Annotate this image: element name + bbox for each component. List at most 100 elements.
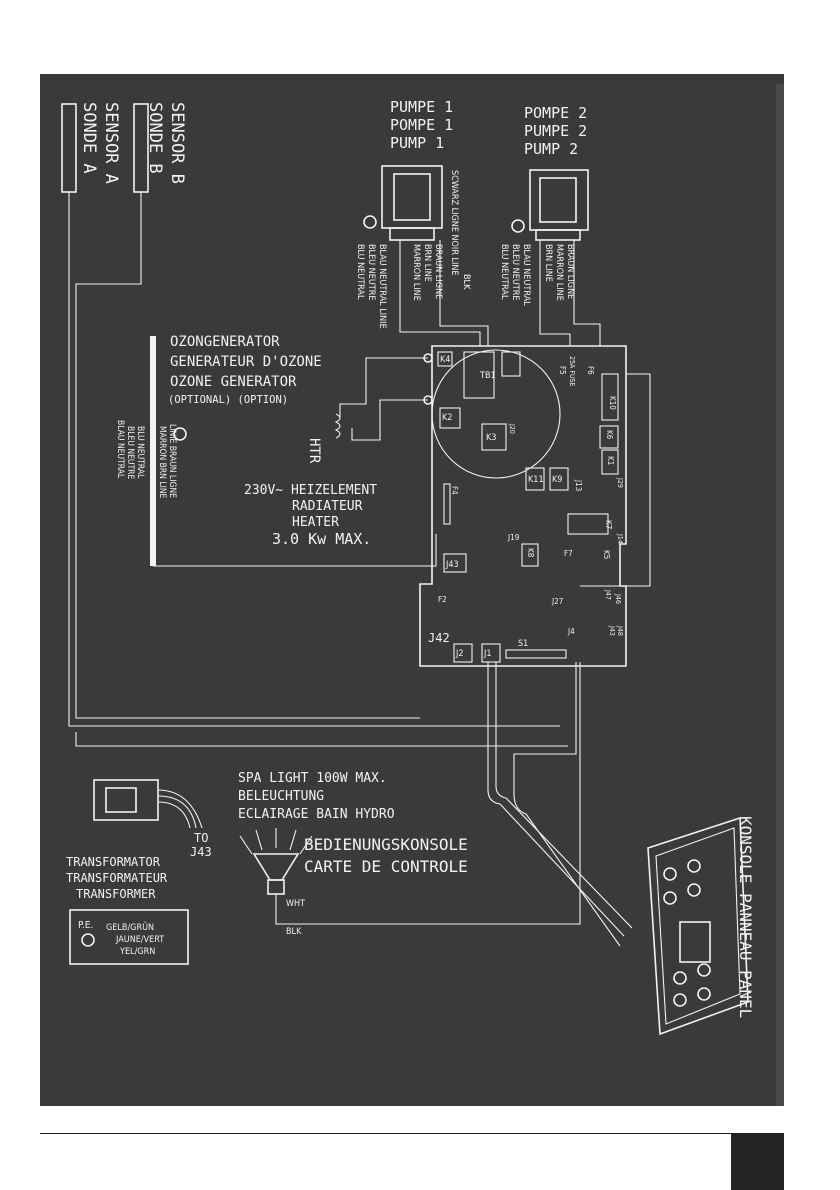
transformer-label-1: TRANSFORMATOR (66, 855, 161, 869)
board-label-f2: F2 (438, 595, 447, 604)
circuit-board: K4 TB1 K2 K3 K10 K6 K1 K11 K9 J13 F4 K7 … (419, 345, 651, 667)
sensor-label-4: SONDE A (79, 102, 99, 174)
console-label-1: BEDIENUNGSKONSOLE (304, 835, 468, 854)
sensor-group: SENSOR B SONDE B SENSOR A SONDE A (61, 102, 568, 747)
diagram-edge (776, 84, 784, 1106)
board-label-f5: F5 (558, 366, 567, 375)
board-label-k9: K9 (552, 475, 562, 485)
pe-box (69, 909, 189, 965)
pe-color-3: YEL/GRN (119, 947, 155, 957)
ozone-wire-2: BLEU NEUTRE (125, 426, 135, 479)
pump1-label-2: POMPE 1 (390, 116, 453, 134)
ozone-wire (153, 534, 437, 567)
light-wire (275, 662, 581, 925)
board-label-j42: J42 (428, 631, 450, 645)
board-label-j46: J46 (614, 593, 622, 604)
heater-htr-label: HTR (306, 438, 322, 464)
pump-2: POMPE 2 PUMPE 2 PUMP 2 BRAUN LIGNE MARRO… (499, 104, 601, 346)
transformer-label-2: TRANSFORMATEUR (66, 871, 168, 885)
board-label-s1: S1 (518, 639, 528, 649)
console-button-3[interactable] (663, 891, 677, 905)
pe-label: P.E. (78, 920, 93, 931)
board-label-j13: J13 (574, 479, 583, 491)
light-label-3: ECLAIRAGE BAIN HYDRO (238, 807, 395, 822)
console-button-7[interactable] (673, 993, 687, 1007)
pump1-neutral-wire (399, 240, 481, 346)
board-label-k1: K1 (606, 456, 615, 465)
transformer-j43: J43 (190, 845, 212, 859)
ozone-generator: OZONGENERATOR GENERATEUR D'OZONE OZONE G… (115, 334, 437, 567)
ozone-wire-5: LINIE BRAUN LIGNE (167, 424, 177, 498)
pump2-neutral-wire (539, 240, 571, 346)
light-label-1: SPA LIGHT 100W MAX. (238, 771, 387, 786)
pump1-label-1: PUMPE 1 (390, 98, 453, 116)
console-button-8[interactable] (697, 987, 711, 1001)
board-label-j43: J43 (445, 560, 459, 570)
pump1-wire-7: BLEU NEUTRE (366, 244, 376, 300)
pump2-wire-2: MARRON LINE (554, 244, 564, 301)
console-outline (647, 816, 749, 1036)
console-button-6[interactable] (697, 963, 711, 977)
footer-rule (40, 1133, 784, 1134)
board-label-j20: J20 (508, 423, 516, 434)
console-button-1[interactable] (663, 867, 677, 881)
pe-color-1: GELB/GRÜN (106, 922, 154, 933)
board-label-k10: K10 (608, 396, 617, 410)
pe-ground-icon (81, 933, 95, 947)
console-cable-1 (487, 662, 625, 937)
sensor-label-3: SENSOR A (101, 102, 121, 184)
pump1-wire-8: BLU NEUTRAL (355, 244, 365, 300)
pump1-wire-5: MARRON LINE (411, 244, 421, 301)
pe-color-2: JAUNE/VERT (115, 935, 164, 945)
console-cable-2 (495, 662, 633, 929)
ozone-label-3: OZONE GENERATOR (170, 374, 297, 390)
pump2-label-1: POMPE 2 (524, 104, 587, 122)
pump2-wire-5: BLEU NEUTRE (510, 244, 520, 300)
pump1-window (393, 173, 431, 221)
ozone-ground-icon (173, 427, 187, 441)
board-label-k6: K6 (605, 430, 614, 440)
pump1-wire-4: BRN LINE (422, 244, 432, 282)
heater-label-2: RADIATEUR (292, 499, 363, 514)
console-vertical-label: KONSOLE PANNEAU PANEL (736, 816, 755, 1018)
ozone-label-2: GENERATEUR D'OZONE (170, 354, 322, 370)
heater: HTR 230V~ HEIZELEMENT RADIATEUR HEATER 3… (244, 353, 433, 548)
board-label-j1: J1 (483, 649, 492, 659)
pump2-ground-icon (511, 219, 525, 233)
light-rays (239, 828, 313, 855)
board-label-fuse: 25A FUSE (568, 356, 576, 387)
pump1-line-wire (439, 240, 489, 346)
page-tab (731, 1134, 784, 1190)
console-button-4[interactable] (687, 883, 701, 897)
console-panel: KONSOLE PANNEAU PANEL (647, 816, 755, 1036)
light-wht-label: WHT (286, 899, 305, 909)
board-label-f7: F7 (564, 549, 573, 558)
board-label-j47: J47 (604, 589, 612, 600)
board-label-k8: K8 (526, 548, 535, 558)
board-label-k7: K7 (604, 520, 613, 529)
ozone-label-1: OZONGENERATOR (170, 334, 280, 350)
ozone-wire-1: BLAU NEUTRAL (115, 420, 125, 479)
pump2-wire-3: BRN LINE (543, 244, 553, 282)
pump2-wire-1: BRAUN LIGNE (565, 244, 575, 299)
board-transformer-circle (431, 349, 561, 479)
pump1-base (389, 227, 435, 241)
ozone-wire-3: BLU NEUTRAL (135, 426, 145, 479)
board-label-j27: J27 (551, 597, 563, 606)
console-display (679, 921, 711, 963)
transformer-body (93, 779, 159, 821)
sensor-b-wire (75, 192, 420, 719)
pump2-base (535, 229, 581, 241)
board-label-j29: J29 (616, 477, 624, 488)
wiring-diagram: SENSOR B SONDE B SENSOR A SONDE A PUMPE … (40, 74, 784, 1106)
pump1-wire-6: BLAU NEUTRAL LINIE (377, 244, 387, 329)
board-label-f6: F6 (586, 366, 595, 375)
console-button-5[interactable] (673, 971, 687, 985)
pump2-wire-4: BLAU NEUTRAL (521, 244, 531, 306)
board-label-j2: J2 (455, 649, 464, 659)
pump2-window (539, 177, 577, 223)
board-label-k4: K4 (440, 355, 450, 365)
pump1-wire-1: SCWARZ LIGNE NOIR LINE (449, 170, 459, 276)
board-label-j19: J19 (507, 533, 520, 542)
console-button-2[interactable] (687, 859, 701, 873)
